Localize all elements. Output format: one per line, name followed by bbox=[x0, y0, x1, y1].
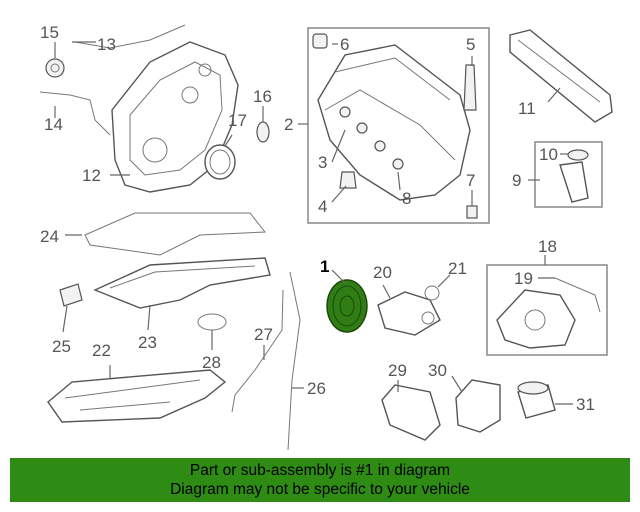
dipstick-part bbox=[287, 271, 301, 451]
callout-10: 10 bbox=[539, 145, 558, 164]
callout-5: 5 bbox=[466, 35, 475, 54]
callout-4: 4 bbox=[318, 197, 327, 216]
spark-plug-part bbox=[463, 64, 477, 111]
oring-28-part bbox=[197, 313, 227, 331]
callout-21: 21 bbox=[448, 259, 467, 278]
callout-31: 31 bbox=[576, 395, 595, 414]
callout-22: 22 bbox=[92, 341, 111, 360]
callout-26: 26 bbox=[307, 379, 326, 398]
callout-25: 25 bbox=[52, 337, 71, 356]
filler-tube-part bbox=[559, 161, 589, 203]
oil-pan-gasket-part bbox=[84, 212, 266, 256]
callout-13: 13 bbox=[97, 35, 116, 54]
callout-11: 11 bbox=[518, 99, 536, 118]
oil-cooler-part bbox=[455, 379, 501, 433]
valve-cover-group-box bbox=[307, 27, 490, 224]
gasket-14-part bbox=[39, 91, 111, 136]
notice-line-1: Part or sub-assembly is #1 in diagram bbox=[189, 462, 451, 479]
callout-6: 6 bbox=[340, 35, 349, 54]
callout-12: 12 bbox=[82, 166, 101, 185]
oring-21-part bbox=[424, 285, 440, 301]
cover-11-part bbox=[509, 29, 613, 123]
timing-cover-gasket-part bbox=[74, 24, 186, 49]
callout-14: 14 bbox=[44, 115, 63, 134]
harmonic-balancer-part bbox=[326, 279, 368, 333]
leader-lines bbox=[54, 41, 573, 405]
thermostat-housing-part bbox=[377, 291, 441, 336]
water-pump-box bbox=[486, 264, 608, 356]
oil-filter-part bbox=[517, 381, 556, 419]
callout-24: 24 bbox=[40, 227, 59, 246]
water-pump-part bbox=[496, 289, 576, 349]
oil-pan-part bbox=[93, 257, 271, 309]
seal-15-part bbox=[45, 58, 65, 78]
oil-filter-adapter-part bbox=[381, 384, 441, 441]
callout-15: 15 bbox=[40, 23, 59, 42]
callout-29: 29 bbox=[388, 361, 407, 380]
valve-cover-part bbox=[317, 44, 471, 201]
callout-18: 18 bbox=[538, 237, 557, 256]
callout-27: 27 bbox=[254, 325, 273, 344]
callout-1: 1 bbox=[320, 257, 329, 276]
ring-17-part bbox=[204, 144, 236, 180]
lower-oil-pan-part bbox=[47, 369, 227, 423]
oil-cap-part bbox=[312, 33, 328, 49]
callout-17: 17 bbox=[228, 111, 247, 130]
pipe-19-part bbox=[554, 277, 601, 313]
callout-23: 23 bbox=[138, 333, 157, 352]
callout-7: 7 bbox=[466, 171, 475, 190]
notice-banner: Part or sub-assembly is #1 in diagram Di… bbox=[10, 458, 630, 502]
callout-28: 28 bbox=[202, 353, 221, 372]
bolt-4-part bbox=[339, 171, 357, 189]
filler-tube-box bbox=[534, 141, 603, 208]
callout-19: 19 bbox=[514, 269, 533, 288]
filler-cap-part bbox=[567, 149, 589, 161]
callout-3: 3 bbox=[318, 153, 327, 172]
callout-20: 20 bbox=[373, 263, 392, 282]
drain-plug-part bbox=[59, 283, 83, 307]
grommet-7-part bbox=[466, 205, 478, 219]
callout-9: 9 bbox=[512, 171, 521, 190]
notice-line-2: Diagram may not be specific to your vehi… bbox=[170, 481, 470, 498]
callout-30: 30 bbox=[428, 361, 447, 380]
callout-2: 2 bbox=[284, 115, 293, 134]
callout-16: 16 bbox=[253, 87, 272, 106]
seal-16-part bbox=[256, 121, 270, 143]
callout-8: 8 bbox=[402, 189, 411, 208]
dipstick-tube-part bbox=[231, 289, 284, 413]
